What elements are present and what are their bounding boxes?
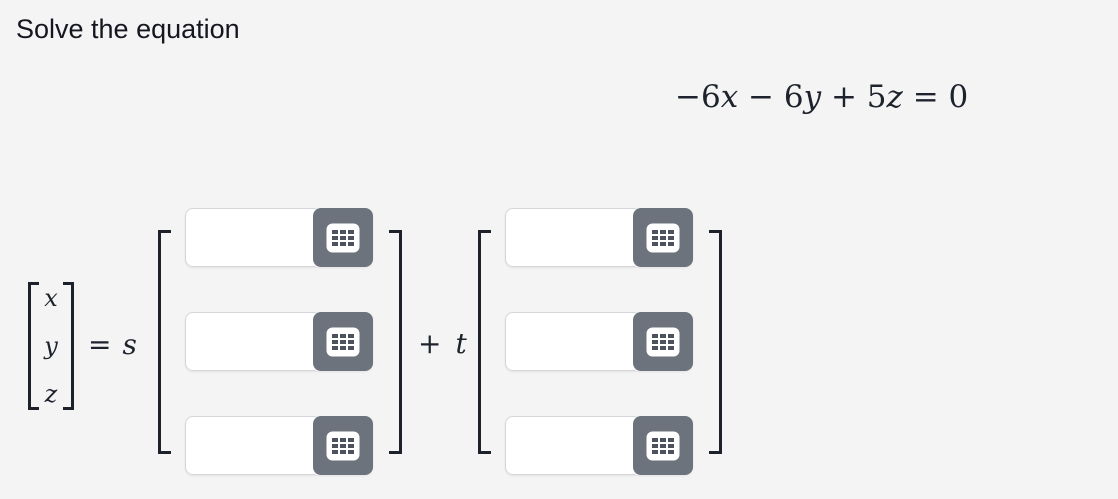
keypad-icon — [326, 431, 360, 460]
equation-term: −6 — [675, 79, 721, 115]
scalar-t: t — [455, 327, 467, 360]
vector-entry-y: y — [44, 332, 58, 360]
s-vector-group — [158, 208, 402, 475]
equation-variable-y: y — [803, 79, 822, 115]
keypad-button[interactable] — [313, 208, 373, 267]
keypad-icon — [326, 223, 360, 252]
bracket-left — [478, 229, 491, 454]
t-vector-input-2[interactable] — [505, 312, 641, 371]
bracket-left — [158, 229, 171, 454]
s-vector-input-3[interactable] — [185, 416, 321, 475]
equation-term: + 5 — [821, 79, 887, 115]
s-vector-input-2[interactable] — [185, 312, 321, 371]
keypad-button[interactable] — [633, 416, 693, 475]
equals-scalar-s: = s — [88, 330, 137, 360]
bracket-left — [28, 282, 39, 410]
s-vector-cell-3 — [185, 416, 373, 475]
xyz-entries: x y z — [39, 282, 63, 410]
vector-entry-x: x — [44, 284, 58, 312]
equals-sign: = — [88, 328, 112, 361]
keypad-icon — [326, 327, 360, 356]
equation-term: = 0 — [902, 79, 969, 115]
bracket-right — [63, 282, 74, 410]
equation-term: − 6 — [738, 79, 804, 115]
vector-entry-z: z — [44, 380, 58, 408]
equation-variable-x: x — [720, 79, 739, 115]
bracket-right — [389, 229, 402, 454]
keypad-button[interactable] — [633, 208, 693, 267]
keypad-icon — [646, 431, 680, 460]
t-vector-input-3[interactable] — [505, 416, 641, 475]
keypad-icon — [646, 223, 680, 252]
t-vector-cell-2 — [505, 312, 693, 371]
keypad-button[interactable] — [633, 312, 693, 371]
s-vector-input-1[interactable] — [185, 208, 321, 267]
plus-sign: + — [418, 327, 442, 360]
s-vector-cell-2 — [185, 312, 373, 371]
bracket-right — [709, 229, 722, 454]
s-vector-cell-1 — [185, 208, 373, 267]
xyz-vector: x y z — [28, 282, 74, 410]
keypad-button[interactable] — [313, 312, 373, 371]
t-vector-group — [478, 208, 722, 475]
t-vector-input-1[interactable] — [505, 208, 641, 267]
keypad-button[interactable] — [313, 416, 373, 475]
t-vector-cell-3 — [505, 416, 693, 475]
t-vector-cell-1 — [505, 208, 693, 267]
equation-variable-z: z — [886, 79, 903, 115]
equation: −6x − 6y + 5z = 0 — [675, 80, 968, 114]
page-title: Solve the equation — [16, 14, 240, 44]
keypad-icon — [646, 327, 680, 356]
scalar-s: s — [122, 328, 137, 361]
plus-scalar-t: + t — [418, 329, 467, 359]
